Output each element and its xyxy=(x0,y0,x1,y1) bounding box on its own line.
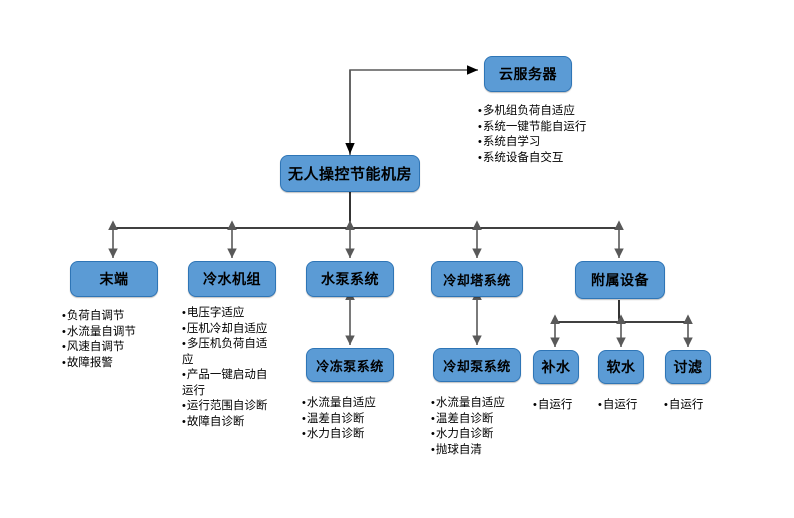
chiller-bullets: 电压字适应 压机冷却自适应 多压机负荷自适应 产品一键启动自运行 运行范围自诊断… xyxy=(182,306,274,430)
list-item: 故障自诊断 xyxy=(182,415,274,431)
node-chiller[interactable]: 冷水机组 xyxy=(188,261,276,297)
node-soft-water-label: 软水 xyxy=(606,359,636,375)
node-filter[interactable]: 讨滤 xyxy=(665,350,711,384)
list-item: 多压机负荷自适应 xyxy=(182,337,274,368)
list-item: 水流量自调节 xyxy=(62,325,182,341)
list-item: 电压字适应 xyxy=(182,306,274,322)
list-item: 温差自诊断 xyxy=(431,412,551,428)
list-item: 温差自诊断 xyxy=(302,412,422,428)
node-auxiliary-equipment[interactable]: 附属设备 xyxy=(575,261,665,299)
list-item: 系统一键节能自运行 xyxy=(478,120,638,136)
node-cooling-tower-system[interactable]: 冷却塔系统 xyxy=(431,261,523,297)
list-item: 故障报警 xyxy=(62,356,182,372)
list-item: 系统设备自交互 xyxy=(478,151,638,167)
list-item: 多机组负荷自适应 xyxy=(478,104,638,120)
list-item: 水流量自适应 xyxy=(302,396,422,412)
node-makeup-water-label: 补水 xyxy=(541,359,571,375)
list-item: 抛球自清 xyxy=(431,443,551,459)
node-pump-system[interactable]: 水泵系统 xyxy=(306,261,394,297)
list-item: 水力自诊断 xyxy=(302,427,422,443)
list-item: 风速自调节 xyxy=(62,340,182,356)
list-item: 自运行 xyxy=(598,398,668,414)
node-soft-water[interactable]: 软水 xyxy=(598,350,644,384)
makeup-water-bullets: 自运行 xyxy=(533,398,603,414)
node-main-label: 无人操控节能机房 xyxy=(287,166,412,183)
cloud-server-bullets: 多机组负荷自适应 系统一键节能自运行 系统自学习 系统设备自交互 xyxy=(478,104,638,166)
node-auxiliary-equipment-label: 附属设备 xyxy=(591,272,649,288)
node-cooling-tower-system-label: 冷却塔系统 xyxy=(443,272,511,288)
list-item: 自运行 xyxy=(664,398,734,414)
node-chiller-label: 冷水机组 xyxy=(203,271,261,287)
node-pump-system-label: 水泵系统 xyxy=(321,271,379,287)
chilled-pump-bullets: 水流量自适应 温差自诊断 水力自诊断 xyxy=(302,396,422,443)
list-item: 水力自诊断 xyxy=(431,427,551,443)
list-item: 自运行 xyxy=(533,398,603,414)
terminal-bullets: 负荷自调节 水流量自调节 风速自调节 故障报警 xyxy=(62,309,182,371)
list-item: 系统自学习 xyxy=(478,135,638,151)
filter-bullets: 自运行 xyxy=(664,398,734,414)
list-item: 水流量自适应 xyxy=(431,396,551,412)
node-terminal[interactable]: 末端 xyxy=(70,261,158,297)
node-cooling-pump-system-label: 冷却泵系统 xyxy=(443,358,511,374)
list-item: 产品一键启动自运行 xyxy=(182,368,274,399)
soft-water-bullets: 自运行 xyxy=(598,398,668,414)
list-item: 负荷自调节 xyxy=(62,309,182,325)
node-cooling-pump-system[interactable]: 冷却泵系统 xyxy=(433,348,521,382)
node-cloud-server[interactable]: 云服务器 xyxy=(484,56,572,92)
node-terminal-label: 末端 xyxy=(99,271,129,287)
node-makeup-water[interactable]: 补水 xyxy=(533,350,579,384)
node-main-unmanned-room[interactable]: 无人操控节能机房 xyxy=(280,155,420,192)
node-filter-label: 讨滤 xyxy=(673,359,703,375)
node-cloud-server-label: 云服务器 xyxy=(499,66,557,82)
list-item: 运行范围自诊断 xyxy=(182,399,274,415)
node-chilled-pump-system[interactable]: 冷冻泵系统 xyxy=(306,348,394,382)
list-item: 压机冷却自适应 xyxy=(182,322,274,338)
cooling-pump-bullets: 水流量自适应 温差自诊断 水力自诊断 抛球自清 xyxy=(431,396,551,458)
node-chilled-pump-system-label: 冷冻泵系统 xyxy=(316,358,384,374)
